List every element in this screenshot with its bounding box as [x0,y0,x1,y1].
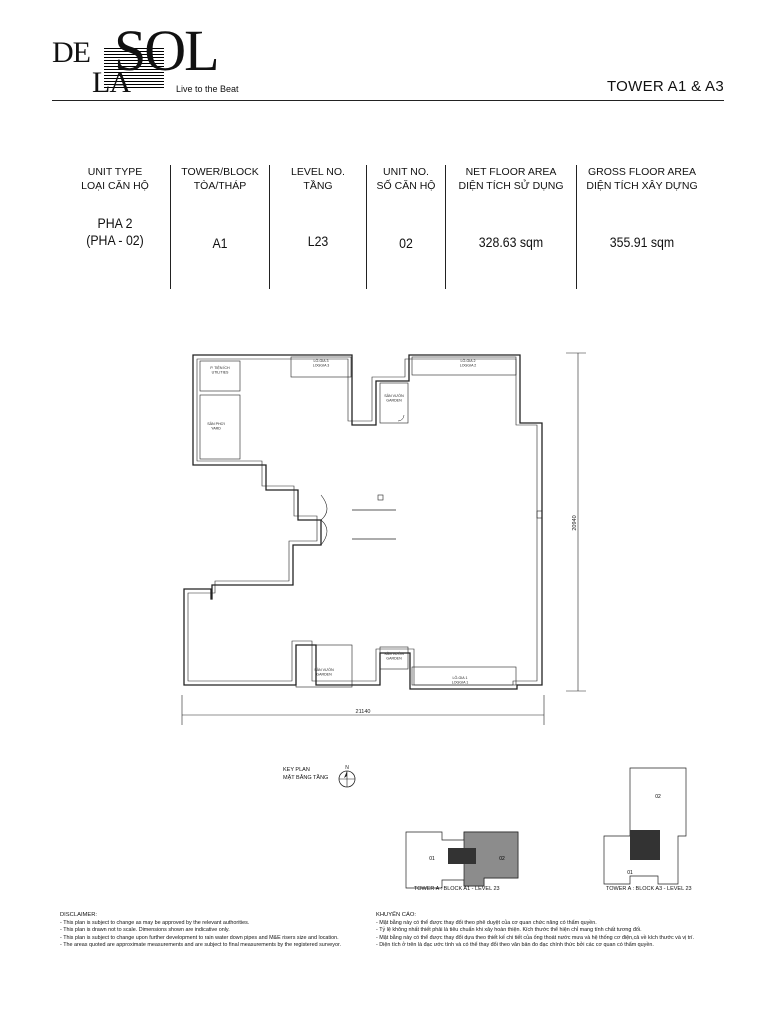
a1-unit-01: 01 [429,856,435,862]
key-plan-label-en: KEY PLAN [283,767,310,773]
spec-gross-area: GROSS FLOOR AREA DIỆN TÍCH XÂY DỰNG 355.… [577,165,707,289]
a1-unit-02: 02 [499,856,505,862]
spec-unit-type: UNIT TYPE LOẠI CĂN HỘ PHA 2 (PHA - 02) [60,165,170,289]
room-garden-top-vi: SÂN VƯỜN [384,393,404,398]
key-plan-a3-caption: TOWER A : BLOCK A3 - LEVEL 23 [606,886,692,892]
loggia-2-box [411,356,517,376]
spec-value: 02 [399,235,413,251]
floor-plan: P. TIỆN ÍCH UTILITIES SÂN PHƠI YARD LÔ-G… [181,352,586,725]
spec-label-en: NET FLOOR AREA [465,166,557,178]
a3-unit-01: 01 [627,870,633,876]
spec-tower-block: TOWER/BLOCK TÒA/THÁP A1 [171,165,269,289]
key-plan-block-a3: 02 01 [603,767,687,885]
loggia-3-box [290,356,352,378]
disclaimer-line: - The areas quoted are approximate measu… [60,942,341,949]
room-yard-en: YARD [211,427,221,431]
room-loggia1-en: LOGGIA 1 [452,681,469,685]
garden-small-box [379,646,409,670]
spec-label-en: GROSS FLOOR AREA [588,166,696,178]
spec-divider [366,165,367,289]
north-label: N [345,765,349,771]
logo-tagline: Live to the Beat [176,84,239,94]
spec-label-en: UNIT NO. [383,166,429,178]
room-loggia3-vi: LÔ-GIA 3 [314,358,329,363]
room-garden-top-en: GARDEN [386,399,402,403]
disclaimer-line: - This plan is drawn not to scale. Dimen… [60,927,230,934]
room-garden-bottom-vi: SÂN VƯỜN [314,667,334,672]
spec-value: 328.63 sqm [478,234,544,250]
key-plan-block-a1: 01 02 [405,831,519,889]
room-garden-small-vi: SÂN VƯỜN [384,651,404,656]
spec-divider [445,165,446,289]
room-loggia2-vi: LÔ-GIA 2 [461,358,476,363]
spec-value-sub: (PHA - 02) [86,232,144,248]
key-plan-a1-caption: TOWER A : BLOCK A1 - LEVEL 23 [414,886,500,892]
yard-box [199,394,241,460]
spec-divider [576,165,577,289]
dim-width-label: 21140 [356,709,371,715]
logo-stripes-graphic [104,48,164,88]
spec-value: PHA 2 [97,215,133,231]
logo-sol: SOL [114,18,220,83]
a3-unit-02: 02 [655,794,661,800]
loggia-1-box [411,666,517,686]
brand-logo: DE LA SOL Live to the Beat [52,22,252,100]
spec-label-vi: DIỆN TÍCH XÂY DỰNG [586,180,698,192]
highlighted-unit [463,831,519,887]
room-garden-bottom-en: GARDEN [316,673,332,677]
room-loggia3-en: LOGGIA 3 [313,364,330,368]
spec-unit-no: UNIT NO. SỐ CĂN HỘ 02 [367,165,445,289]
khuyen-cao-title: KHUYẾN CÁO: [376,912,416,918]
room-yard-vi: SÂN PHƠI [207,422,224,426]
spec-label-en: UNIT TYPE [87,166,143,178]
outer-wall [183,354,543,690]
room-loggia1-vi: LÔ-GIA 1 [453,675,468,680]
spec-net-area: NET FLOOR AREA DIỆN TÍCH SỬ DỤNG 328.63 … [446,165,576,289]
spec-value: 355.91 sqm [609,234,675,250]
spec-level: LEVEL NO. TẦNG L23 [270,165,366,289]
key-plan-label-vi: MẶT BẰNG TẦNG [283,775,329,781]
spec-label-vi: SỐ CĂN HỘ [376,180,436,192]
tower-title: TOWER A1 & A3 [606,78,724,95]
header-rule [52,100,724,101]
disclaimer-line: - This plan is subject to change as may … [60,919,250,926]
garden-bottom-box [295,644,353,688]
khuyen-cao-line: - Mặt bằng này có thể được thay đổi dựa … [376,934,695,941]
spec-value: L23 [307,233,329,249]
spec-label-en: TOWER/BLOCK [181,166,259,178]
spec-value: A1 [212,235,228,251]
inner-wall [187,358,538,686]
room-loggia2-en: LOGGIA 2 [460,364,477,368]
room-utilities-vi: P. TIỆN ÍCH [210,365,230,370]
spec-divider [269,165,270,289]
key-plan-label: KEY PLAN MẶT BẰNG TẦNG [283,766,328,782]
utilities-box [199,360,241,392]
garden-top-box [379,382,409,424]
khuyen-cao-line: - Tỷ lệ không nhất thiết phải là tiêu ch… [376,927,642,934]
spec-divider [170,165,171,289]
logo-la: LA [92,66,131,99]
disclaimer-title: DISCLAIMER: [60,912,98,918]
room-utilities-en: UTILITIES [212,371,229,375]
spec-label-vi: DIỆN TÍCH SỬ DỤNG [458,180,564,192]
logo-de: DE [52,36,91,69]
disclaimer-vi: KHUYẾN CÁO: - Mặt bằng này có thể được t… [376,912,748,950]
disclaimer-en: DISCLAIMER: - This plan is subject to ch… [60,912,370,950]
khuyen-cao-line: - Mặt bằng này có thể được thay đổi theo… [376,919,597,926]
spec-label-vi: TÒA/THÁP [193,180,247,192]
spec-label-vi: LOẠI CĂN HỘ [81,180,149,192]
room-garden-small-en: GARDEN [386,657,402,661]
north-arrow-icon: N [338,765,356,788]
spec-label-en: LEVEL NO. [291,166,345,178]
dim-height-label: 20940 [572,515,578,530]
spec-label-vi: TẦNG [303,180,333,192]
disclaimer-line: - This plan is subject to change upon fu… [60,934,339,941]
khuyen-cao-line: - Diện tích ở trên là đạc ước tính và có… [376,942,654,949]
